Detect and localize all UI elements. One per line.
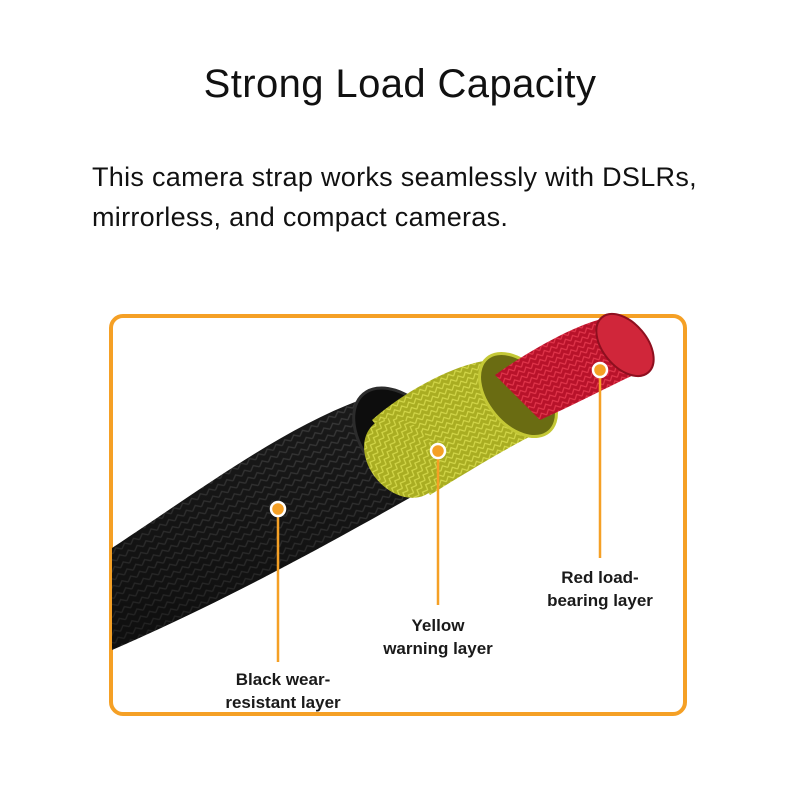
yellow-layer-label: Yellow warning layer bbox=[370, 614, 506, 660]
red-layer bbox=[495, 313, 655, 420]
yellow-callout-dot bbox=[429, 442, 447, 460]
black-callout-dot bbox=[269, 500, 287, 518]
red-layer-label-text: Red load- bearing layer bbox=[547, 568, 653, 610]
red-callout-dot bbox=[591, 361, 609, 379]
diagram-frame bbox=[109, 314, 687, 716]
page-description: This camera strap works seamlessly with … bbox=[92, 162, 697, 232]
red-layer-label: Red load- bearing layer bbox=[530, 566, 670, 612]
black-layer-label-text: Black wear- resistant layer bbox=[225, 670, 341, 712]
black-layer-label: Black wear- resistant layer bbox=[218, 668, 348, 714]
page-title: Strong Load Capacity bbox=[203, 62, 597, 106]
yellow-layer-label-text: Yellow warning layer bbox=[383, 616, 493, 658]
